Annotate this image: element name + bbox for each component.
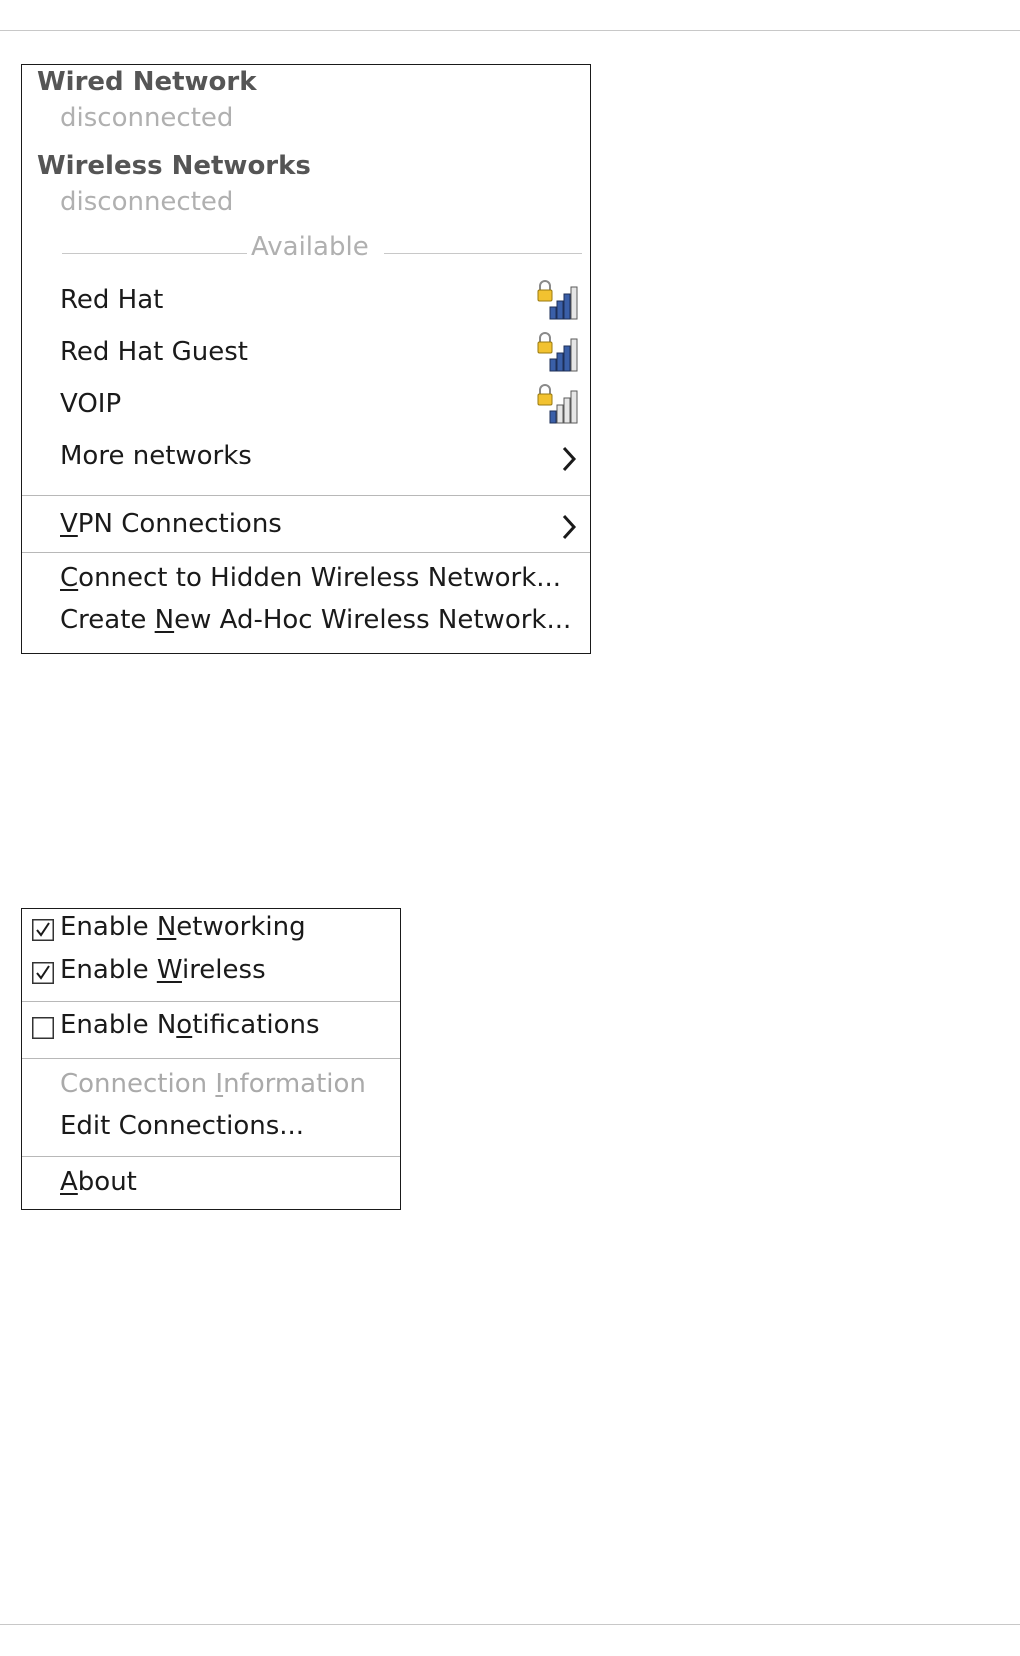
menu-separator (22, 495, 590, 496)
enable-networking-label: Enable Networking (60, 912, 306, 942)
enable-notifications-label: Enable Notifications (60, 1010, 320, 1040)
secured-signal-icon (537, 384, 578, 424)
connect-hidden-network-item[interactable]: Connect to Hidden Wireless Network... (22, 557, 589, 599)
vpn-connections-label: VPN Connections (60, 509, 282, 539)
menu-separator (22, 1156, 400, 1157)
create-adhoc-network-item[interactable]: Create New Ad-Hoc Wireless Network... (22, 599, 589, 641)
network-item-red-hat-guest[interactable]: Red Hat Guest (22, 327, 589, 379)
wireless-networks-status: disconnected (60, 187, 234, 217)
available-divider-right (384, 253, 582, 254)
connection-information-label: Connection Information (60, 1069, 366, 1099)
vpn-connections-item[interactable]: VPN Connections (22, 499, 589, 553)
about-item[interactable]: About (22, 1161, 399, 1207)
checkbox-checked-icon[interactable] (32, 919, 54, 941)
network-name: VOIP (60, 389, 122, 419)
connect-hidden-network-label: Connect to Hidden Wireless Network... (60, 563, 562, 593)
menu-separator (22, 1058, 400, 1059)
menu-separator (22, 552, 590, 553)
more-networks-item[interactable]: More networks (22, 431, 589, 485)
wireless-networks-header: Wireless Networks (37, 151, 311, 181)
secured-signal-icon (537, 280, 578, 320)
options-menu: Enable Networking Enable Wireless Enable… (21, 908, 401, 1210)
create-adhoc-network-label: Create New Ad-Hoc Wireless Network... (60, 605, 572, 635)
network-menu: Wired Network disconnected Wireless Netw… (21, 64, 591, 654)
wired-network-status: disconnected (60, 103, 234, 133)
available-label: Available (251, 232, 369, 262)
enable-wireless-label: Enable Wireless (60, 955, 266, 985)
enable-networking-item[interactable]: Enable Networking (22, 909, 399, 953)
available-divider-left (62, 253, 247, 254)
edit-connections-label: Edit Connections... (60, 1111, 305, 1141)
checkbox-unchecked-icon[interactable] (32, 1017, 54, 1039)
network-item-red-hat[interactable]: Red Hat (22, 275, 589, 327)
about-label: About (60, 1167, 137, 1197)
menu-separator (22, 1001, 400, 1002)
edit-connections-item[interactable]: Edit Connections... (22, 1105, 399, 1149)
connection-information-item[interactable]: Connection Information (22, 1063, 399, 1105)
network-name: Red Hat Guest (60, 337, 248, 367)
enable-notifications-item[interactable]: Enable Notifications (22, 1005, 399, 1055)
secured-signal-icon (537, 332, 578, 372)
page-top-rule (0, 30, 1020, 31)
chevron-right-icon (562, 514, 577, 540)
enable-wireless-item[interactable]: Enable Wireless (22, 953, 399, 997)
more-networks-label: More networks (60, 441, 252, 471)
wired-network-header: Wired Network (37, 67, 257, 97)
chevron-right-icon (562, 446, 577, 472)
checkbox-checked-icon[interactable] (32, 962, 54, 984)
page-bottom-rule (0, 1624, 1020, 1625)
network-name: Red Hat (60, 285, 164, 315)
network-item-voip[interactable]: VOIP (22, 379, 589, 431)
